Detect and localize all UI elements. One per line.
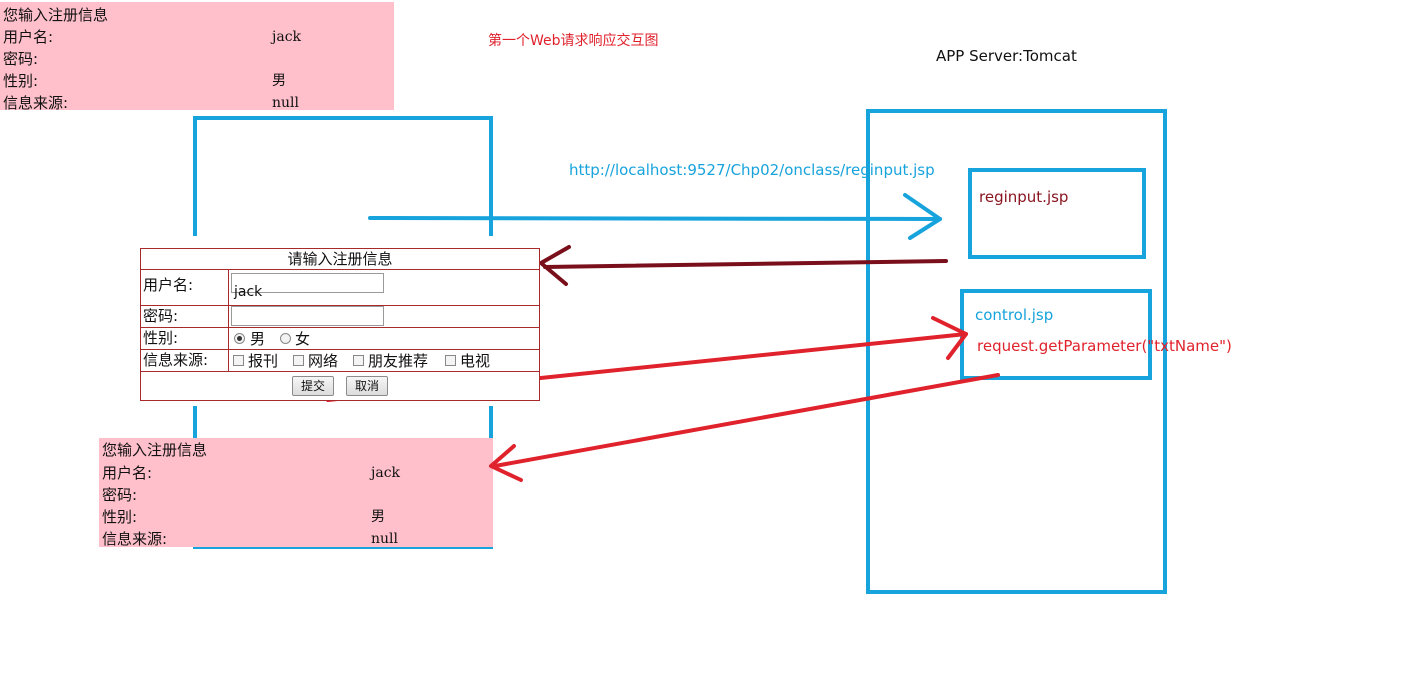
password-label: 密码: bbox=[143, 307, 179, 325]
diagram-title: 第一个Web请求响应交互图 bbox=[488, 33, 659, 49]
result-card-top: 您输入注册信息 用户名: jack 密码: 性别: 男 信息来源: null bbox=[0, 2, 394, 112]
result-label: 性别: bbox=[3, 72, 39, 90]
control-code: request.getParameter("txtName") bbox=[977, 337, 1232, 355]
control-box bbox=[960, 289, 1152, 380]
result-value: 男 bbox=[272, 73, 286, 89]
cancel-button[interactable]: 取消 bbox=[346, 376, 388, 396]
result-value: jack bbox=[371, 465, 401, 481]
source-option-label: 网络 bbox=[308, 352, 339, 370]
reginput-label: reginput.jsp bbox=[979, 188, 1069, 206]
username-label: 用户名: bbox=[143, 276, 194, 294]
result-label: 密码: bbox=[3, 50, 39, 68]
source-option-label: 报刊 bbox=[248, 352, 279, 370]
reginput-box bbox=[968, 168, 1146, 259]
result-value: 男 bbox=[371, 509, 385, 525]
password-input[interactable] bbox=[231, 306, 384, 326]
result-label: 密码: bbox=[102, 486, 138, 504]
form-title: 请输入注册信息 bbox=[287, 250, 393, 268]
gender-radio-male[interactable] bbox=[234, 333, 245, 344]
registration-form: 请输入注册信息 用户名: jack 密码: 性别: 男 女 信息来源: 报刊 网… bbox=[140, 248, 540, 401]
source-checkbox-tv[interactable] bbox=[445, 355, 456, 366]
username-input[interactable] bbox=[231, 273, 384, 293]
gender-option-label: 男 bbox=[250, 330, 266, 348]
result-heading: 您输入注册信息 bbox=[102, 441, 208, 459]
source-checkbox-friend[interactable] bbox=[353, 355, 364, 366]
source-checkbox-newspaper[interactable] bbox=[233, 355, 244, 366]
submit-button[interactable]: 提交 bbox=[292, 376, 334, 396]
result-label: 用户名: bbox=[102, 464, 153, 482]
source-option-label: 电视 bbox=[460, 352, 491, 370]
result-value: null bbox=[272, 95, 299, 111]
source-label: 信息来源: bbox=[143, 351, 209, 369]
request-url: http://localhost:9527/Chp02/onclass/regi… bbox=[569, 161, 935, 179]
result-label: 信息来源: bbox=[3, 94, 69, 112]
source-option-label: 朋友推荐 bbox=[368, 352, 429, 370]
gender-radio-female[interactable] bbox=[280, 333, 291, 344]
gender-option-label: 女 bbox=[295, 330, 311, 348]
result-value: null bbox=[371, 531, 398, 547]
result-heading: 您输入注册信息 bbox=[3, 6, 109, 24]
source-checkbox-internet[interactable] bbox=[293, 355, 304, 366]
result-label: 用户名: bbox=[3, 28, 54, 46]
result-label: 性别: bbox=[102, 508, 138, 526]
result-value: jack bbox=[272, 29, 302, 45]
username-value: jack bbox=[234, 284, 263, 300]
result-card-bottom: 您输入注册信息 用户名: jack 密码: 性别: 男 信息来源: null bbox=[99, 438, 493, 548]
control-label: control.jsp bbox=[975, 306, 1054, 324]
server-label: APP Server:Tomcat bbox=[936, 47, 1077, 65]
result-label: 信息来源: bbox=[102, 530, 168, 548]
gender-label: 性别: bbox=[143, 329, 179, 347]
